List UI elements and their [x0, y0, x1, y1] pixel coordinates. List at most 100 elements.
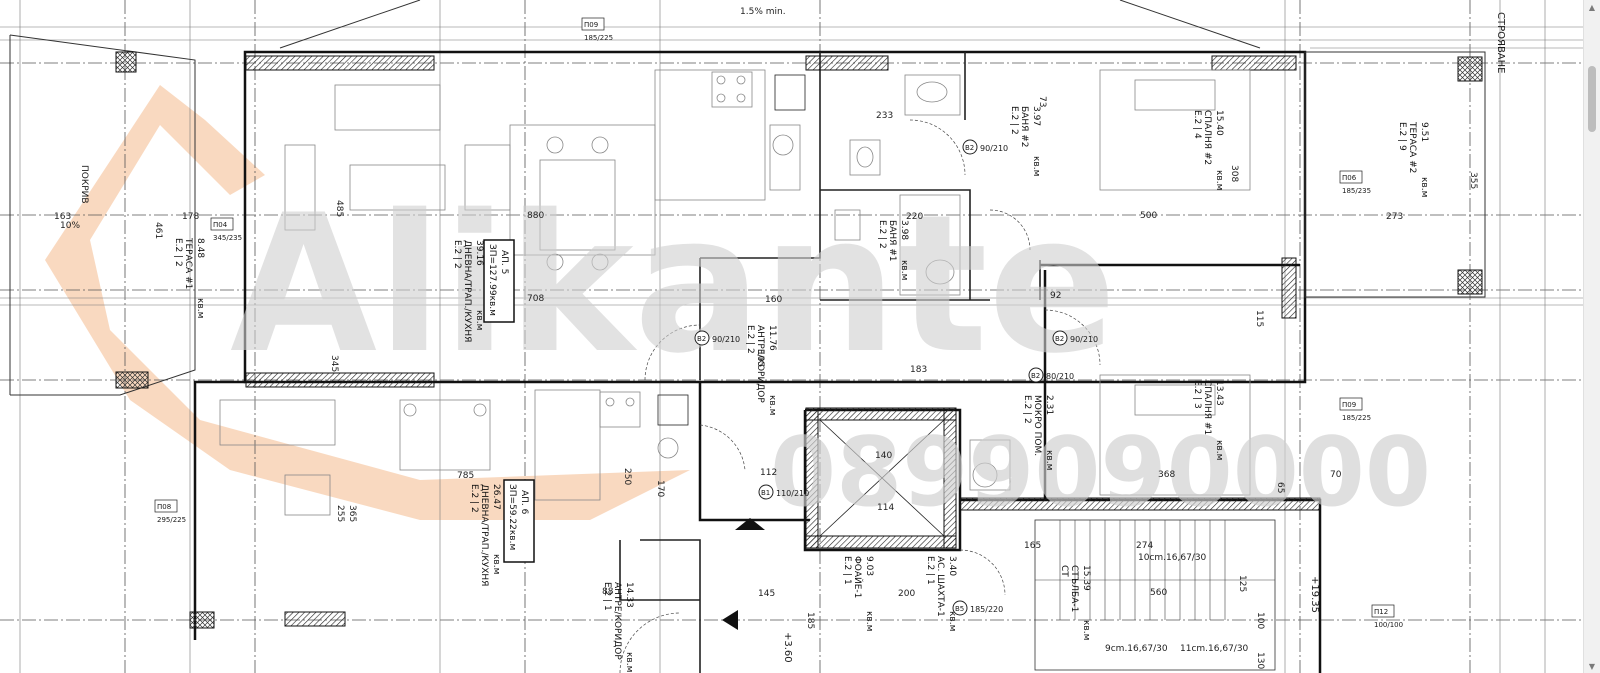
svg-text:БАНЯ #2: БАНЯ #2 [1019, 106, 1029, 147]
vertical-scrollbar[interactable]: ▲ ▼ [1583, 0, 1600, 673]
svg-text:П04: П04 [213, 221, 228, 229]
svg-text:Е.2 | 2: Е.2 | 2 [469, 484, 479, 513]
svg-text:90/210: 90/210 [1070, 335, 1098, 344]
svg-text:140: 140 [875, 451, 892, 461]
svg-text:345/235: 345/235 [213, 234, 242, 242]
svg-text:Е.2 | 2: Е.2 | 2 [173, 238, 183, 267]
svg-text:100: 100 [1255, 612, 1265, 629]
svg-text:100/100: 100/100 [1374, 621, 1403, 629]
svg-text:СПАЛНЯ #2: СПАЛНЯ #2 [1202, 110, 1212, 165]
window-tag: П06 185/235 [1339, 170, 1371, 195]
room-bedroom-2: Е.2 | 4 СПАЛНЯ #2 15.40 кв.м [1192, 110, 1224, 190]
apartment-5-label: АП. 5 ЗП=127.99кв.м [483, 239, 515, 323]
svg-text:кв.м: кв.м [899, 260, 909, 280]
svg-text:кв.м: кв.м [864, 611, 874, 631]
svg-text:кв.м: кв.м [1031, 156, 1041, 176]
scroll-up-arrow-icon[interactable]: ▲ [1588, 2, 1596, 12]
svg-text:233: 233 [876, 111, 893, 121]
svg-text:90/210: 90/210 [712, 335, 740, 344]
svg-text:365: 365 [347, 505, 357, 522]
svg-text:160: 160 [765, 295, 782, 305]
svg-text:70: 70 [1330, 470, 1342, 480]
svg-text:355: 355 [1468, 172, 1478, 189]
svg-text:АНТРЕ/КОРИДОР: АНТРЕ/КОРИДОР [612, 582, 622, 660]
svg-text:274: 274 [1136, 541, 1153, 551]
svg-text:560: 560 [1150, 588, 1167, 598]
svg-text:115: 115 [1254, 310, 1264, 327]
svg-text:В2: В2 [1055, 335, 1064, 343]
room-stair: СТ СТЪЛБА-1 15.39 кв.м [1059, 565, 1091, 640]
svg-text:114: 114 [877, 503, 894, 513]
svg-text:кв.м: кв.м [195, 298, 205, 318]
svg-text:15.39: 15.39 [1081, 565, 1091, 591]
svg-text:295/225: 295/225 [157, 516, 186, 524]
apartment-6-label: АП. 6 ЗП=59.22кв.м [503, 479, 535, 563]
svg-text:65: 65 [1275, 482, 1285, 493]
level-markers [722, 518, 765, 630]
room-wc: Е.2 | 2 МОКРО ПОМ. 2.31 кв.м [1022, 395, 1054, 470]
svg-text:кв.м: кв.м [767, 395, 777, 415]
svg-text:АП. 6: АП. 6 [519, 490, 529, 515]
svg-text:105: 105 [755, 350, 765, 367]
svg-text:88: 88 [602, 587, 614, 597]
svg-text:9.03: 9.03 [864, 556, 874, 576]
svg-text:кв.м: кв.м [1044, 450, 1054, 470]
room-terrace-1: Е.2 | 2 ТЕРАСА #1 8.48 кв.м [173, 237, 205, 318]
svg-text:112: 112 [760, 468, 777, 478]
watermark-phone-text: 0899090000 [770, 418, 1431, 528]
svg-text:П06: П06 [1342, 174, 1357, 182]
svg-text:110/210: 110/210 [776, 489, 809, 498]
svg-text:185/225: 185/225 [1342, 414, 1371, 422]
svg-text:МОКРО ПОМ.: МОКРО ПОМ. [1032, 395, 1042, 456]
window-tag: П09 185/225 [1339, 397, 1371, 422]
level-value-floor-1: +3.60 [782, 632, 793, 663]
svg-text:П09: П09 [584, 21, 598, 29]
svg-text:Е.2 | 3: Е.2 | 3 [1192, 380, 1202, 409]
svg-text:255: 255 [335, 505, 345, 522]
svg-text:Е.2 | 2: Е.2 | 2 [877, 220, 887, 249]
svg-text:В1: В1 [761, 489, 770, 497]
svg-text:73: 73 [1037, 96, 1047, 107]
svg-text:14.33: 14.33 [624, 582, 634, 608]
door-swings [619, 119, 1101, 673]
window-tag: П08 295/225 [154, 499, 186, 524]
svg-text:185/235: 185/235 [1342, 187, 1371, 195]
svg-text:185/225: 185/225 [584, 34, 613, 42]
door-tags: В2 90/210 В2 90/210 В2 90/210 В5 185/220… [694, 139, 1098, 616]
svg-text:АП. 5: АП. 5 [499, 250, 509, 274]
room-bedroom-1: Е.2 | 3 СПАЛНЯ #1 13.43 кв.м [1192, 380, 1224, 460]
lift-shaft-cross [819, 419, 945, 537]
svg-text:ФОАЙЕ-1: ФОАЙЕ-1 [852, 556, 864, 598]
scrollbar-thumb[interactable] [1588, 66, 1596, 132]
room-terrace-2: Е.2 | 9 ТЕРАСА #2 9.51 кв.м [1397, 121, 1429, 197]
svg-text:Е.2 | 9: Е.2 | 9 [1397, 122, 1407, 151]
svg-text:ТЕРАСА #1: ТЕРАСА #1 [183, 237, 193, 289]
svg-text:П12: П12 [1374, 608, 1388, 616]
svg-text:Е.2 | 1: Е.2 | 1 [842, 556, 852, 585]
svg-text:90/210: 90/210 [980, 144, 1008, 153]
svg-text:500: 500 [1140, 211, 1157, 221]
svg-text:15.40: 15.40 [1214, 110, 1224, 136]
door-tag: В2 90/210 [1052, 330, 1098, 346]
svg-text:308: 308 [1229, 165, 1239, 182]
room-bath-2: Е.2 | 2 БАНЯ #2 3.97 кв.м [1009, 106, 1041, 176]
interior-walls [619, 52, 1041, 673]
svg-text:200: 200 [898, 589, 915, 599]
watermark-logo [45, 85, 690, 520]
room-living-5: Е.2 | 2 ДНЕВНА/ТРАП./КУХНЯ 39.16 кв.м [452, 240, 484, 342]
svg-text:2.31: 2.31 [1044, 395, 1054, 415]
svg-text:8.48: 8.48 [195, 238, 205, 258]
room-corridor-2: Е.2 | 1 АНТРЕ/КОРИДОР 14.33 кв.м [602, 582, 634, 672]
svg-text:92: 92 [1050, 291, 1061, 301]
furniture [219, 69, 1276, 671]
scroll-down-arrow-icon[interactable]: ▼ [1588, 661, 1596, 671]
svg-text:80/210: 80/210 [1046, 372, 1074, 381]
svg-text:Е.2 | 1: Е.2 | 1 [925, 556, 935, 585]
stair-treads [1035, 520, 1275, 620]
svg-text:Е.2 | 2: Е.2 | 2 [452, 240, 462, 269]
door-tag: В2 90/210 [694, 330, 740, 346]
svg-text:708: 708 [527, 294, 544, 304]
svg-text:ЗП=59.22кв.м: ЗП=59.22кв.м [507, 484, 517, 550]
svg-text:кв.м: кв.м [491, 554, 501, 574]
